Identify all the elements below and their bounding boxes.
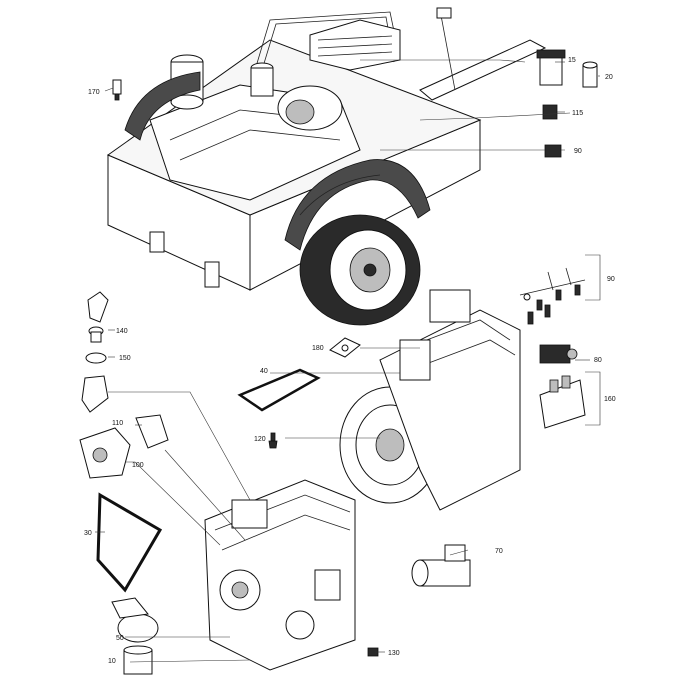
- compressor-trailer-assembly: [106, 7, 547, 326]
- injector-parts: [527, 304, 551, 325]
- thermostat-part: [88, 326, 104, 343]
- fuel-filter-part: [536, 49, 566, 86]
- starter-motor-part: [411, 544, 471, 587]
- thermostat-housing-part: [87, 291, 109, 323]
- cover-gasket-part: [237, 368, 321, 412]
- engine-assembly-upper: [339, 289, 521, 511]
- callout-50: 50: [116, 635, 124, 642]
- injection-pump-part: [539, 375, 586, 429]
- temperature-sensor-part: [268, 432, 278, 449]
- leader-lines: [95, 59, 601, 663]
- callout-170: 170: [88, 89, 100, 96]
- callout-140: 140: [116, 328, 128, 335]
- callout-labels: 170 15 20 115 90 90 80 160 140 150 180 4…: [84, 57, 616, 665]
- gasket-part: [329, 337, 361, 358]
- callout-115: 115: [572, 110, 583, 117]
- callout-10: 10: [108, 658, 116, 665]
- callout-100: 100: [132, 462, 144, 469]
- callout-110: 110: [112, 420, 123, 427]
- callout-180: 180: [312, 345, 324, 352]
- callout-20: 20: [605, 74, 613, 81]
- sender-part: [112, 79, 122, 101]
- engine-assembly-lower: [204, 479, 356, 671]
- water-outlet-part: [81, 375, 109, 413]
- fuel-pump-part: [539, 344, 578, 364]
- water-pump-part: [79, 427, 131, 479]
- callout-15: 15: [568, 57, 576, 64]
- callout-130: 130: [388, 650, 400, 657]
- water-pump-gasket-part: [135, 414, 169, 449]
- relay-part: [544, 144, 562, 158]
- alternator-part: [111, 597, 159, 643]
- callout-90-upper: 90: [574, 148, 582, 155]
- glow-plug-set-part: [519, 267, 586, 311]
- callout-80: 80: [594, 357, 602, 364]
- callout-40: 40: [260, 368, 268, 375]
- fan-belt-part: [96, 492, 163, 593]
- callout-70: 70: [495, 548, 503, 555]
- filter-element-part: [582, 61, 598, 88]
- callout-90-bracket: 90: [607, 276, 615, 283]
- sensor-part: [542, 104, 558, 120]
- callout-30: 30: [84, 530, 92, 537]
- callout-120: 120: [254, 436, 266, 443]
- thermostat-gasket-part: [85, 352, 107, 364]
- callout-150: 150: [119, 355, 131, 362]
- oil-filter-part: [123, 645, 153, 675]
- callout-160: 160: [604, 396, 616, 403]
